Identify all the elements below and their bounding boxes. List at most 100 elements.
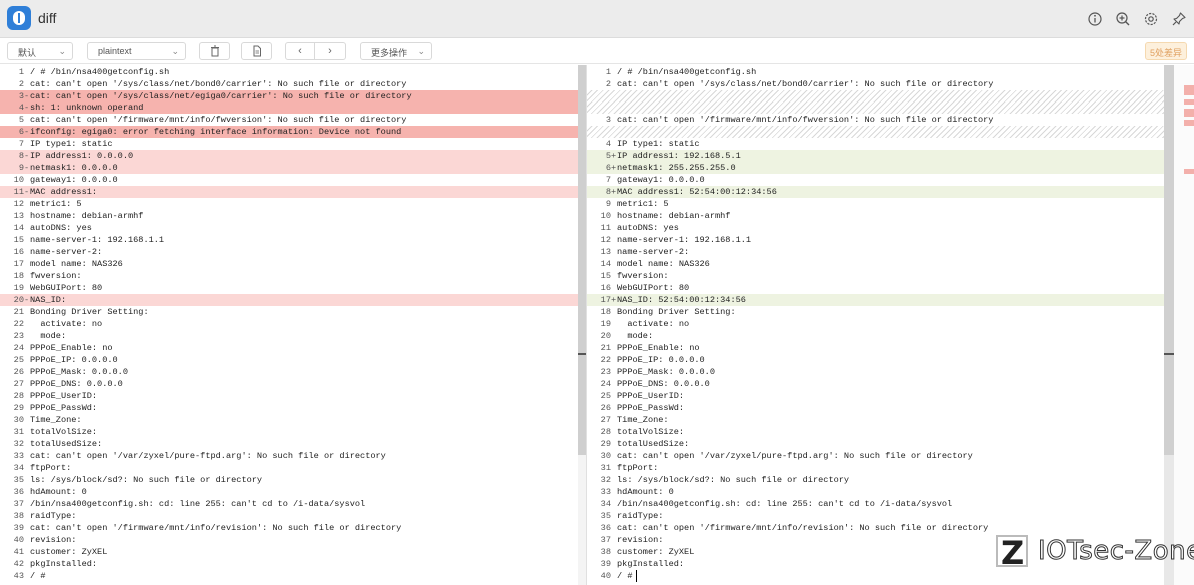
language-select[interactable]: plaintext ⌄	[87, 42, 186, 60]
code-line[interactable]: 33 hdAmount: 0	[587, 486, 1164, 498]
code-line[interactable]: 7 IP type1: static	[0, 138, 578, 150]
code-line[interactable]: 18 Bonding Driver Setting:	[587, 306, 1164, 318]
previous-diff-button[interactable]: ‹	[285, 42, 315, 60]
code-line[interactable]: 26 PPPoE_Mask: 0.0.0.0	[0, 366, 578, 378]
code-line[interactable]: 35 raidType:	[587, 510, 1164, 522]
code-line[interactable]: 14 autoDNS: yes	[0, 222, 578, 234]
code-line[interactable]: 40 revision:	[0, 534, 578, 546]
code-line[interactable]: 31 ftpPort:	[587, 462, 1164, 474]
code-line[interactable]: 24 PPPoE_Enable: no	[0, 342, 578, 354]
diff-count-badge[interactable]: 5处差异	[1145, 42, 1187, 60]
code-line[interactable]: 2 cat: can't open '/sys/class/net/bond0/…	[0, 78, 578, 90]
code-line[interactable]: 18 fwversion:	[0, 270, 578, 282]
code-line[interactable]: 42 pkgInstalled:	[0, 558, 578, 570]
code-line[interactable]: 17+NAS_ID: 52:54:00:12:34:56	[587, 294, 1164, 306]
right-scrollbar[interactable]	[1164, 65, 1174, 585]
code-line[interactable]: 23 PPPoE_Mask: 0.0.0.0	[587, 366, 1164, 378]
code-line[interactable]: 36 hdAmount: 0	[0, 486, 578, 498]
code-line[interactable]: 22 activate: no	[0, 318, 578, 330]
info-icon[interactable]	[1087, 11, 1103, 27]
code-line[interactable]: 16 WebGUIPort: 80	[587, 282, 1164, 294]
code-line[interactable]: 12 name-server-1: 192.168.1.1	[587, 234, 1164, 246]
code-line[interactable]: 27 Time_Zone:	[587, 414, 1164, 426]
code-line[interactable]: 25 PPPoE_IP: 0.0.0.0	[0, 354, 578, 366]
zoom-in-icon[interactable]	[1115, 11, 1131, 27]
code-line[interactable]: 38 customer: ZyXEL	[587, 546, 1164, 558]
code-line[interactable]: 10 hostname: debian-armhf	[587, 210, 1164, 222]
pane-divider[interactable]	[586, 65, 587, 585]
code-line[interactable]: 19 activate: no	[587, 318, 1164, 330]
code-line[interactable]: 5+IP address1: 192.168.5.1	[587, 150, 1164, 162]
code-line[interactable]: 40 / #	[587, 570, 1164, 582]
code-line[interactable]	[587, 126, 1164, 138]
code-line[interactable]: 13 hostname: debian-armhf	[0, 210, 578, 222]
code-line[interactable]: 37 /bin/nsa400getconfig.sh: cd: line 255…	[0, 498, 578, 510]
settings-icon[interactable]	[1143, 11, 1159, 27]
code-line[interactable]: 29 PPPoE_PassWd:	[0, 402, 578, 414]
code-line[interactable]: 37 revision:	[587, 534, 1164, 546]
code-line[interactable]: 14 model name: NAS326	[587, 258, 1164, 270]
copy-file-button[interactable]	[241, 42, 272, 60]
left-scroll-thumb[interactable]	[578, 65, 586, 455]
code-line[interactable]: 41 customer: ZyXEL	[0, 546, 578, 558]
code-line[interactable]: 12 metric1: 5	[0, 198, 578, 210]
code-line[interactable]: 31 totalVolSize:	[0, 426, 578, 438]
code-line[interactable]: 3-cat: can't open '/sys/class/net/egiga0…	[0, 90, 578, 102]
code-line[interactable]: 36 cat: can't open '/firmware/mnt/info/r…	[587, 522, 1164, 534]
code-line[interactable]: 17 model name: NAS326	[0, 258, 578, 270]
code-line[interactable]: 9 metric1: 5	[587, 198, 1164, 210]
code-line[interactable]: 23 mode:	[0, 330, 578, 342]
left-minimap[interactable]	[578, 65, 586, 585]
code-line[interactable]: 5 cat: can't open '/firmware/mnt/info/fw…	[0, 114, 578, 126]
code-line[interactable]: 4-sh: 1: unknown operand	[0, 102, 578, 114]
code-line[interactable]: 13 name-server-2:	[587, 246, 1164, 258]
code-line[interactable]: 34 ftpPort:	[0, 462, 578, 474]
code-line[interactable]: 25 PPPoE_UserID:	[587, 390, 1164, 402]
code-line[interactable]: 32 totalUsedSize:	[0, 438, 578, 450]
code-line[interactable]: 29 totalUsedSize:	[587, 438, 1164, 450]
code-line[interactable]: 35 ls: /sys/block/sd?: No such file or d…	[0, 474, 578, 486]
code-line[interactable]: 24 PPPoE_DNS: 0.0.0.0	[587, 378, 1164, 390]
code-line[interactable]: 11 autoDNS: yes	[587, 222, 1164, 234]
right-scroll-thumb[interactable]	[1164, 65, 1174, 455]
code-line[interactable]: 19 WebGUIPort: 80	[0, 282, 578, 294]
code-line[interactable]: 22 PPPoE_IP: 0.0.0.0	[587, 354, 1164, 366]
code-line[interactable]: 30 cat: can't open '/var/zyxel/pure-ftpd…	[587, 450, 1164, 462]
code-line[interactable]: 20 mode:	[587, 330, 1164, 342]
code-line[interactable]: 6-ifconfig: egiga0: error fetching inter…	[0, 126, 578, 138]
code-line[interactable]: 1 / # /bin/nsa400getconfig.sh	[0, 66, 578, 78]
code-line[interactable]: 3 cat: can't open '/firmware/mnt/info/fw…	[587, 114, 1164, 126]
code-line[interactable]: 21 PPPoE_Enable: no	[587, 342, 1164, 354]
code-line[interactable]	[587, 102, 1164, 114]
code-line[interactable]: 30 Time_Zone:	[0, 414, 578, 426]
code-line[interactable]: 39 cat: can't open '/firmware/mnt/info/r…	[0, 522, 578, 534]
code-line[interactable]: 7 gateway1: 0.0.0.0	[587, 174, 1164, 186]
code-line[interactable]: 28 PPPoE_UserID:	[0, 390, 578, 402]
next-diff-button[interactable]: ›	[314, 42, 346, 60]
code-line[interactable]: 39 pkgInstalled:	[587, 558, 1164, 570]
more-actions-select[interactable]: 更多操作 ⌄	[360, 42, 432, 60]
code-line[interactable]: 43 / #	[0, 570, 578, 582]
code-line[interactable]: 15 name-server-1: 192.168.1.1	[0, 234, 578, 246]
delete-button[interactable]	[199, 42, 230, 60]
view-mode-select[interactable]: 默认 ⌄	[7, 42, 73, 60]
code-line[interactable]: 2 cat: can't open '/sys/class/net/bond0/…	[587, 78, 1164, 90]
code-line[interactable]: 26 PPPoE_PassWd:	[587, 402, 1164, 414]
code-line[interactable]: 20-NAS_ID:	[0, 294, 578, 306]
code-line[interactable]: 8-IP address1: 0.0.0.0	[0, 150, 578, 162]
code-line[interactable]: 34 /bin/nsa400getconfig.sh: cd: line 255…	[587, 498, 1164, 510]
code-line[interactable]: 9-netmask1: 0.0.0.0	[0, 162, 578, 174]
code-line[interactable]: 32 ls: /sys/block/sd?: No such file or d…	[587, 474, 1164, 486]
code-line[interactable]: 4 IP type1: static	[587, 138, 1164, 150]
code-line[interactable]: 16 name-server-2:	[0, 246, 578, 258]
code-line[interactable]: 28 totalVolSize:	[587, 426, 1164, 438]
code-line[interactable]: 6+netmask1: 255.255.255.0	[587, 162, 1164, 174]
code-line[interactable]: 15 fwversion:	[587, 270, 1164, 282]
code-line[interactable]: 21 Bonding Driver Setting:	[0, 306, 578, 318]
code-line[interactable]: 1 / # /bin/nsa400getconfig.sh	[587, 66, 1164, 78]
code-line[interactable]	[587, 90, 1164, 102]
code-line[interactable]: 8+MAC address1: 52:54:00:12:34:56	[587, 186, 1164, 198]
code-line[interactable]: 38 raidType:	[0, 510, 578, 522]
